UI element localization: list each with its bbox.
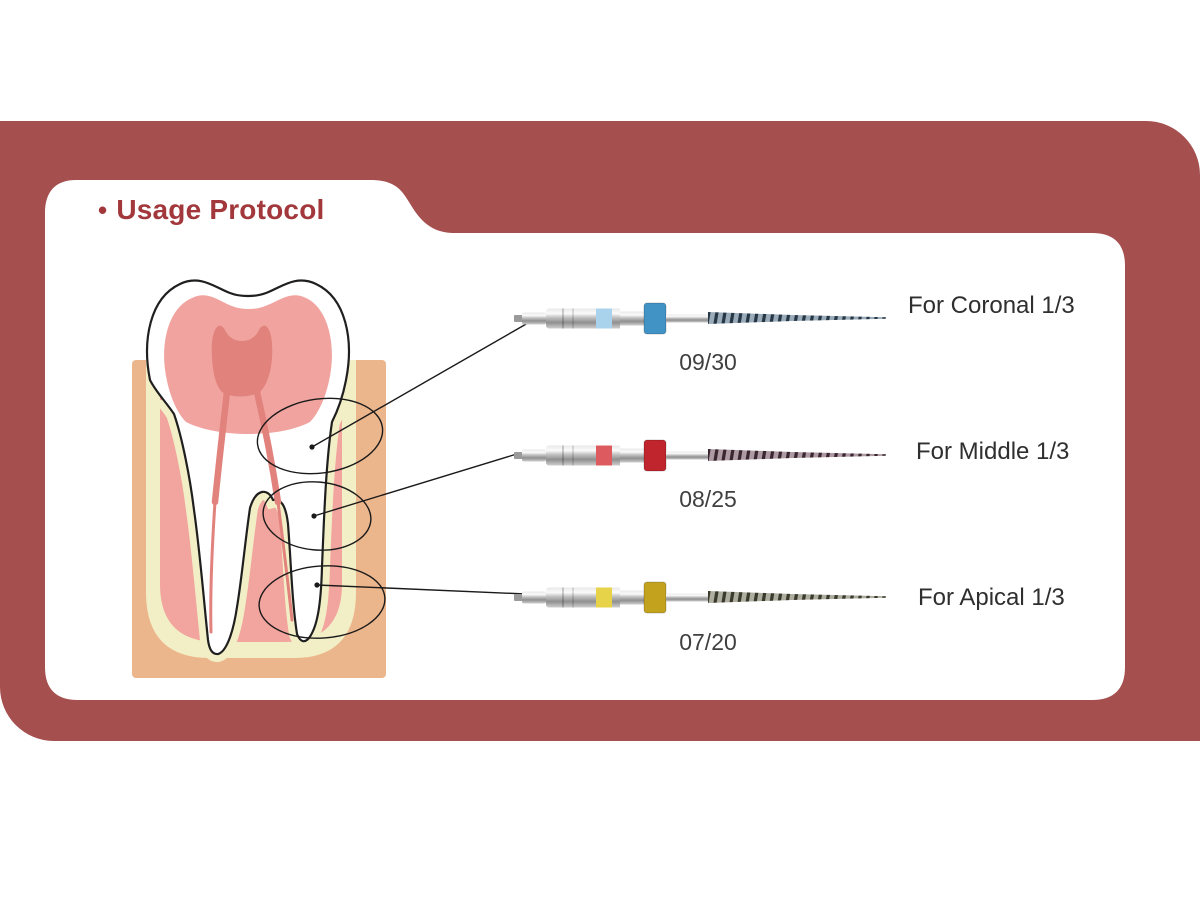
stopper-ring: [643, 302, 667, 335]
file-use-apical: For Apical 1/3: [918, 584, 1065, 611]
file-shank: [522, 312, 546, 325]
tooth-cross-section-illustration: [132, 279, 386, 678]
file-flutes: [708, 449, 886, 461]
file-flutes: [708, 312, 886, 324]
file-shaft: [666, 451, 710, 460]
handle-collar: [612, 587, 620, 608]
handle-collar: [612, 445, 620, 466]
endo-file-coronal: [514, 302, 886, 335]
color-band: [596, 445, 612, 466]
endo-file-middle: [514, 439, 886, 472]
file-tip-nub: [514, 315, 524, 322]
file-tip-nub: [514, 594, 524, 601]
file-flutes-tint: [708, 449, 886, 461]
file-flutes: [708, 591, 886, 603]
section-title: • Usage Protocol: [98, 194, 325, 226]
file-flutes-tint: [708, 312, 886, 324]
handle-neck: [620, 448, 644, 463]
endo-file-apical: [514, 581, 886, 614]
handle-seam: [572, 587, 574, 608]
file-shaft: [666, 314, 710, 323]
handle-neck: [620, 590, 644, 605]
handle-seam: [562, 587, 564, 608]
file-use-middle: For Middle 1/3: [916, 438, 1070, 465]
file-flutes-tint: [708, 591, 886, 603]
file-size-middle: 08/25: [679, 486, 737, 512]
handle-seam: [562, 308, 564, 329]
pulp-chamber: [211, 325, 273, 397]
file-size-apical: 07/20: [679, 629, 737, 655]
file-size-coronal: 09/30: [679, 349, 737, 375]
handle-seam: [562, 445, 564, 466]
stopper-ring: [643, 439, 667, 472]
stopper-ring: [643, 581, 667, 614]
file-use-coronal: For Coronal 1/3: [908, 292, 1075, 319]
color-band: [596, 587, 612, 608]
title-text: Usage Protocol: [116, 194, 325, 225]
file-shank: [522, 591, 546, 604]
handle-seam: [572, 445, 574, 466]
file-shank: [522, 449, 546, 462]
handle-seam: [572, 308, 574, 329]
file-shaft: [666, 593, 710, 602]
title-bullet: •: [98, 195, 108, 225]
handle-neck: [620, 311, 644, 326]
left-root-canal-apical: [209, 500, 217, 634]
left-root-canal: [211, 388, 231, 506]
color-band: [596, 308, 612, 329]
handle-collar: [612, 308, 620, 329]
file-tip-nub: [514, 452, 524, 459]
